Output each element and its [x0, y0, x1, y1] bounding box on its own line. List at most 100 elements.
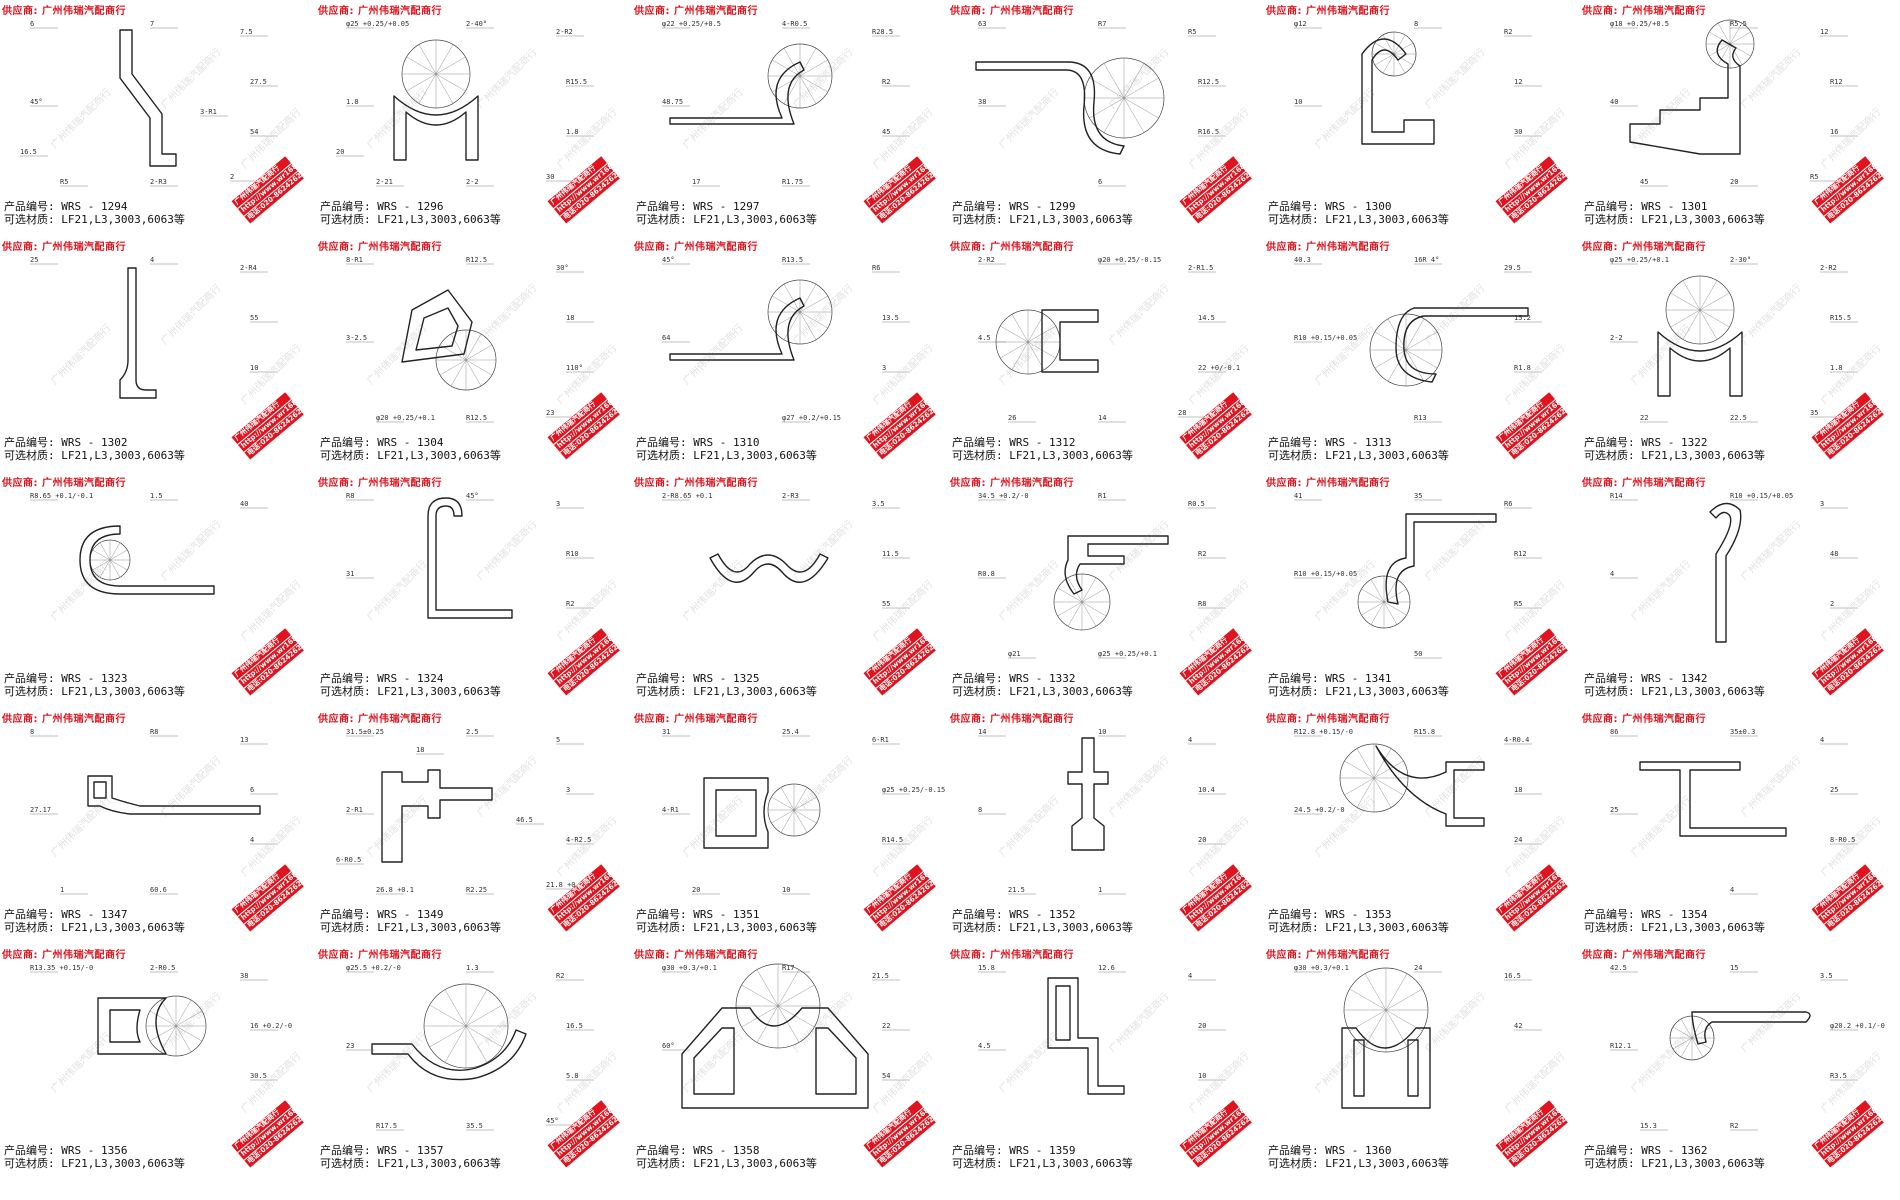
dimension-label: φ25 +0.25/-0.15: [882, 786, 945, 794]
profile-outline: [1064, 535, 1169, 595]
dimension-label: 6-R0.5: [336, 856, 361, 864]
profile-outline: [709, 553, 829, 583]
dimension-label: 20: [1198, 1022, 1206, 1030]
dimension-label: 2-R1.5: [1188, 264, 1213, 272]
dimension-label: 22.5: [1730, 414, 1747, 422]
dimension-label: 4: [250, 836, 254, 844]
dimension-label: R28.5: [872, 28, 893, 36]
dimension-label: φ20 +0.25/-0.15: [1098, 256, 1161, 264]
profile-outline: [1385, 513, 1497, 605]
dimension-label: 3-2.5: [346, 334, 367, 342]
product-code: 产品编号: WRS - 1323: [4, 672, 128, 685]
dimension-label: R6: [872, 264, 880, 272]
dimension-label: 4-R0.5: [782, 20, 807, 28]
dimension-label: 2-2: [466, 178, 479, 186]
dimension-label: 41: [1294, 492, 1302, 500]
profile-outline: [669, 297, 805, 361]
construction-line: [1374, 42, 1414, 66]
material-label: 可选材质: LF21,L3,3003,6063等: [1268, 1157, 1449, 1170]
supplier-label: 供应商: 广州伟瑞汽配商行: [1266, 714, 1390, 725]
dimension-label: 12.6: [1098, 964, 1115, 972]
dimension-label: R13: [1414, 414, 1427, 422]
dimension-label: 30.5: [250, 1072, 267, 1080]
dimension-label: R10: [566, 550, 579, 558]
product-code: 产品编号: WRS - 1294: [4, 200, 128, 213]
dimension-label: 45: [882, 128, 890, 136]
supplier-label: 供应商: 广州伟瑞汽配商行: [950, 242, 1074, 253]
dimension-label: 63: [978, 20, 986, 28]
construction-line: [429, 1004, 503, 1048]
material-label: 可选材质: LF21,L3,3003,6063等: [636, 685, 817, 698]
dimension-label: 4: [1820, 736, 1824, 744]
dimension-label: 27.5: [250, 78, 267, 86]
dimension-label: 10.4: [1198, 786, 1215, 794]
dimension-label: 40: [240, 500, 248, 508]
dimension-label: 31: [662, 728, 670, 736]
dimension-label: R12.1: [1610, 1042, 1631, 1050]
product-code: 产品编号: WRS - 1362: [1584, 1144, 1708, 1157]
dimension-label: 8-R0.5: [1830, 836, 1855, 844]
supplier-label: 供应商: 广州伟瑞汽配商行: [318, 714, 442, 725]
profile-outline: [401, 289, 473, 363]
construction-line: [1670, 292, 1730, 328]
dimension-label: 15.8: [978, 964, 995, 972]
dimension-label: 15.2: [1514, 314, 1531, 322]
profile-outline: [119, 267, 157, 399]
dimension-label: 4: [1610, 570, 1614, 578]
product-code: 产品编号: WRS - 1302: [4, 436, 128, 449]
supplier-label: 供应商: 广州伟瑞汽配商行: [950, 714, 1074, 725]
dimension-label: 2.5: [466, 728, 479, 736]
dimension-label: 45°: [662, 256, 675, 264]
dimension-label: 38: [240, 972, 248, 980]
dimension-label: 40: [1610, 98, 1618, 106]
dimension-label: φ12: [1294, 20, 1307, 28]
product-code: 产品编号: WRS - 1322: [1584, 436, 1708, 449]
dimension-label: 8: [978, 806, 982, 814]
profile-outline: [1067, 737, 1109, 851]
product-code: 产品编号: WRS - 1352: [952, 908, 1076, 921]
dimension-label: 3.5: [1820, 972, 1833, 980]
dimension-label: 2-2: [1610, 334, 1623, 342]
dimension-label: 45: [1640, 178, 1648, 186]
supplier-label: 供应商: 广州伟瑞汽配商行: [1582, 478, 1706, 489]
construction-line: [771, 796, 817, 824]
dimension-label: 8-R1: [346, 256, 363, 264]
profile-outline: [1395, 307, 1529, 383]
dimension-label: 5: [556, 736, 560, 744]
supplier-label: 供应商: 广州伟瑞汽配商行: [2, 478, 126, 489]
supplier-label: 供应商: 广州伟瑞汽配商行: [950, 6, 1074, 17]
dimension-label: R2: [1198, 550, 1206, 558]
dimension-label: 3-R1: [200, 108, 217, 116]
material-label: 可选材质: LF21,L3,3003,6063等: [1584, 685, 1765, 698]
dimension-label: R10 +0.15/+0.05: [1730, 492, 1793, 500]
dimension-label: 12: [1514, 78, 1522, 86]
dimension-label: 2-30°: [1730, 256, 1751, 264]
product-code: 产品编号: WRS - 1342: [1584, 672, 1708, 685]
dimension-label: R15.5: [1830, 314, 1851, 322]
dimension-label: 4-R2.5: [566, 836, 591, 844]
dimension-label: R8: [150, 728, 158, 736]
product-code: 产品编号: WRS - 1313: [1268, 436, 1392, 449]
product-code: 产品编号: WRS - 1300: [1268, 200, 1392, 213]
dimension-label: R12.5: [466, 414, 487, 422]
dimension-label: φ30 +0.3/+0.1: [1294, 964, 1349, 972]
